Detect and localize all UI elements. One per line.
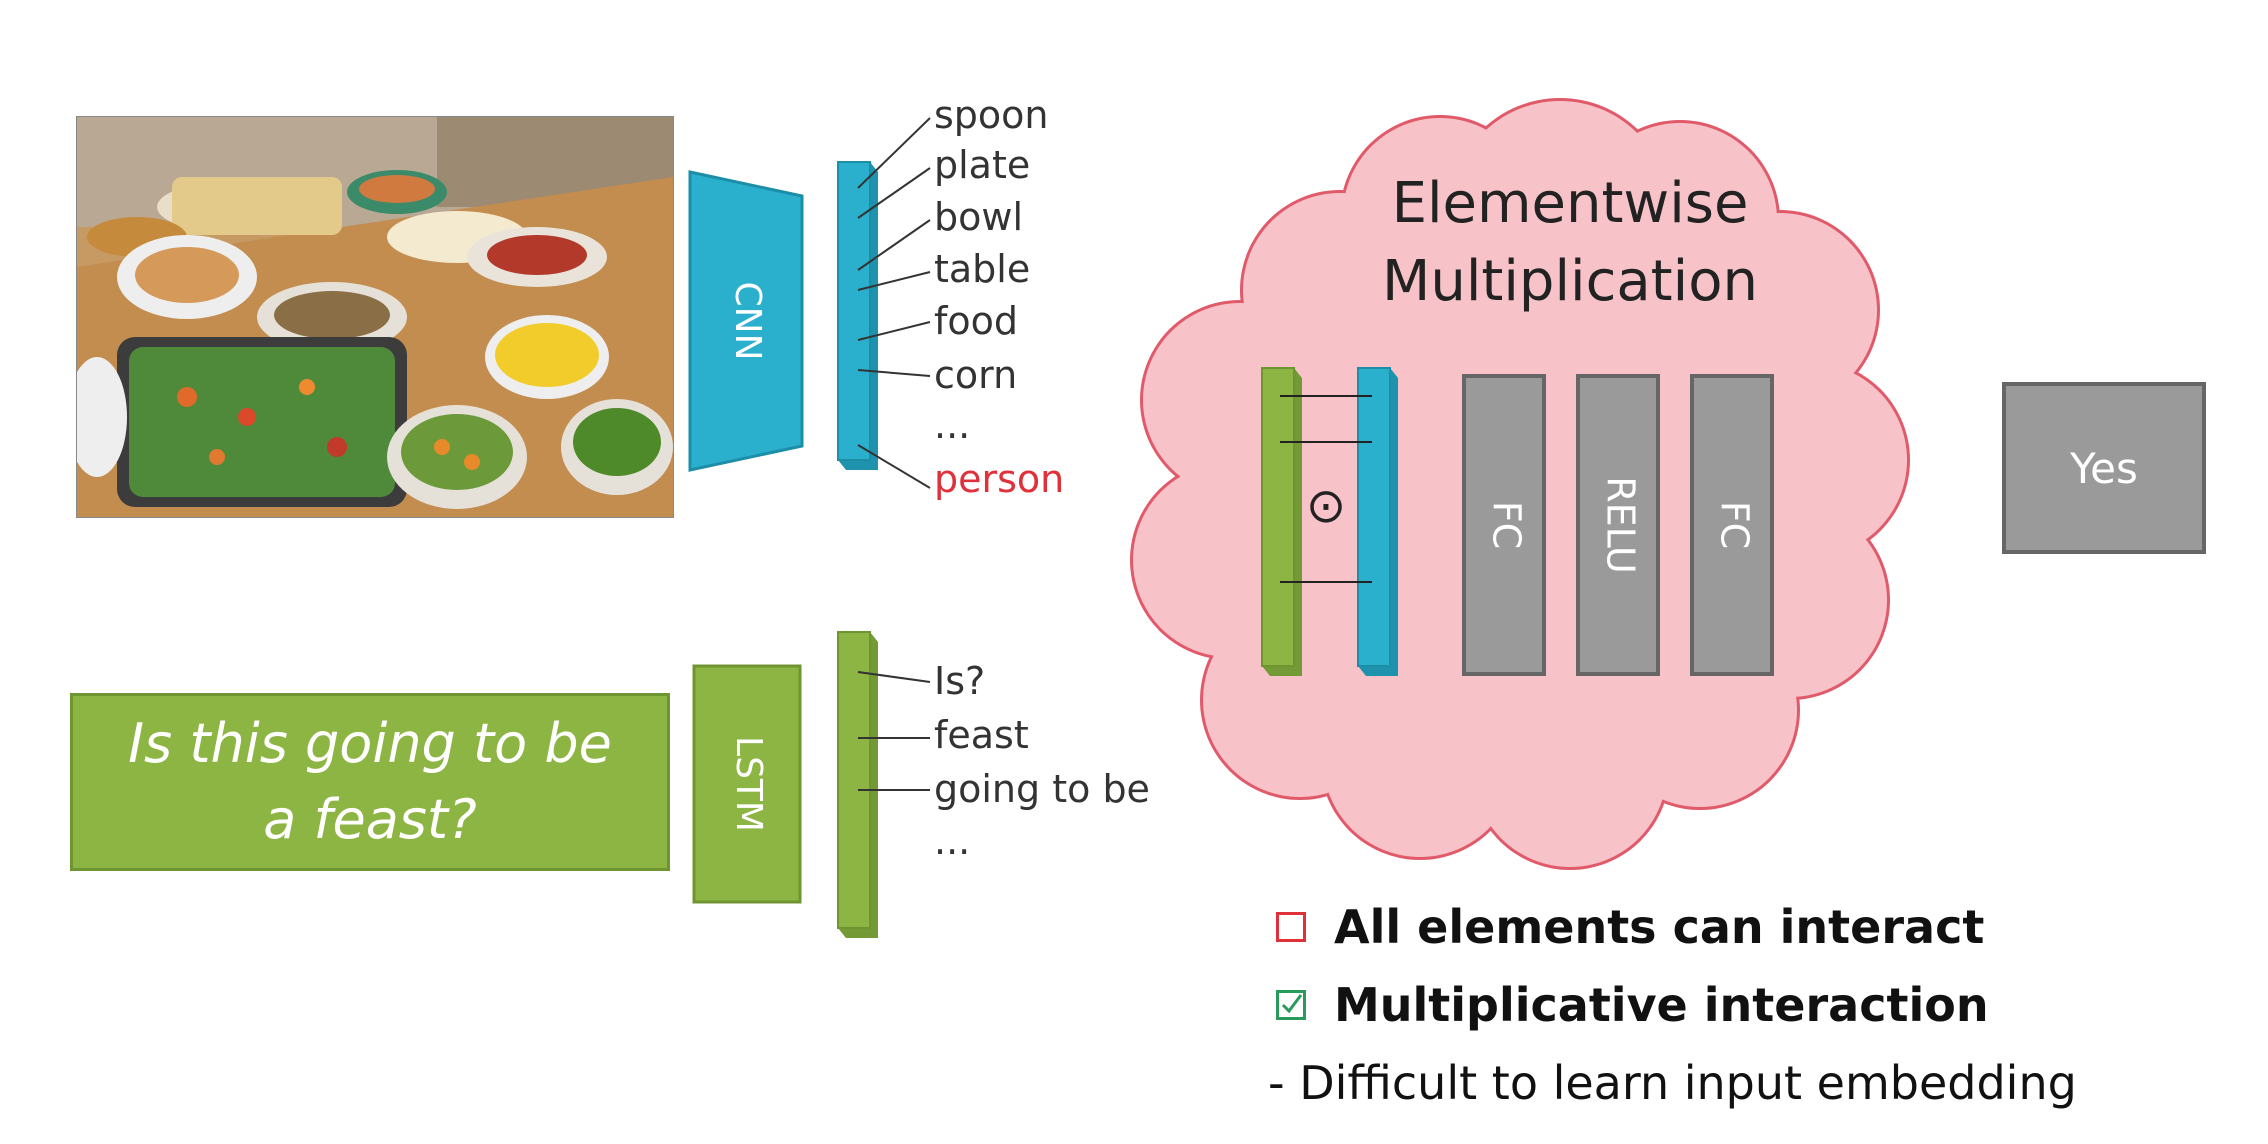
question-word-connectors [857,671,931,791]
checked-checkbox-icon [1276,990,1306,1020]
image-word: plate [934,143,1031,187]
image-feature-vector [837,161,871,461]
question-box: Is this going to be a feast? [70,693,670,871]
question-feature-vector [837,631,871,929]
question-word: Is? [934,659,986,703]
food-photo-svg [77,117,673,517]
image-word: spoon [934,93,1049,137]
image-word-ellipsis: ... [934,403,971,447]
lstm-label: LSTM [728,736,769,832]
legend-item-difficult: - Difficult to learn input embedding [1268,1056,2077,1110]
answer-label: Yes [2070,443,2138,493]
image-word: food [934,299,1018,343]
legend-item-interact: All elements can interact [1276,900,1984,954]
cloud-title-line1: Elementwise [1392,171,1749,236]
fc-layer-2-label: FC [1713,501,1757,549]
image-word: corn [934,353,1018,397]
cloud-blue-vector [1357,367,1391,667]
fc-layer-1-label: FC [1485,501,1529,549]
legend-text-interact: All elements can interact [1334,900,1985,954]
lstm-block [692,664,802,904]
cnn-label: CNN [727,282,768,361]
relu-layer-label: RELU [1599,476,1643,574]
empty-checkbox-icon [1276,912,1306,942]
image-word: bowl [934,195,1024,239]
legend-item-multiplicative: Multiplicative interaction [1276,978,1989,1032]
cloud-title-line2: Multiplication [1382,249,1758,314]
image-word: table [934,247,1031,291]
legend-text-difficult: - Difficult to learn input embedding [1268,1056,2077,1110]
cloud-green-vector [1261,367,1295,667]
question-word: feast [934,713,1029,757]
answer-box: Yes [2002,382,2206,554]
question-word: going to be [934,767,1150,811]
fc-layer-2 [1690,374,1774,676]
question-word-ellipsis: ... [934,819,971,863]
food-table-photo [76,116,674,518]
legend-text-multiplicative: Multiplicative interaction [1334,978,1989,1032]
hadamard-operator-icon: ⊙ [1306,478,1346,534]
elementwise-lines [1280,395,1372,583]
relu-layer [1576,374,1660,676]
image-word-highlighted: person [934,457,1065,501]
cnn-block [688,170,804,472]
question-text: Is this going to be a feast? [128,712,612,851]
image-word-connectors [857,117,931,489]
fc-layer-1 [1462,374,1546,676]
